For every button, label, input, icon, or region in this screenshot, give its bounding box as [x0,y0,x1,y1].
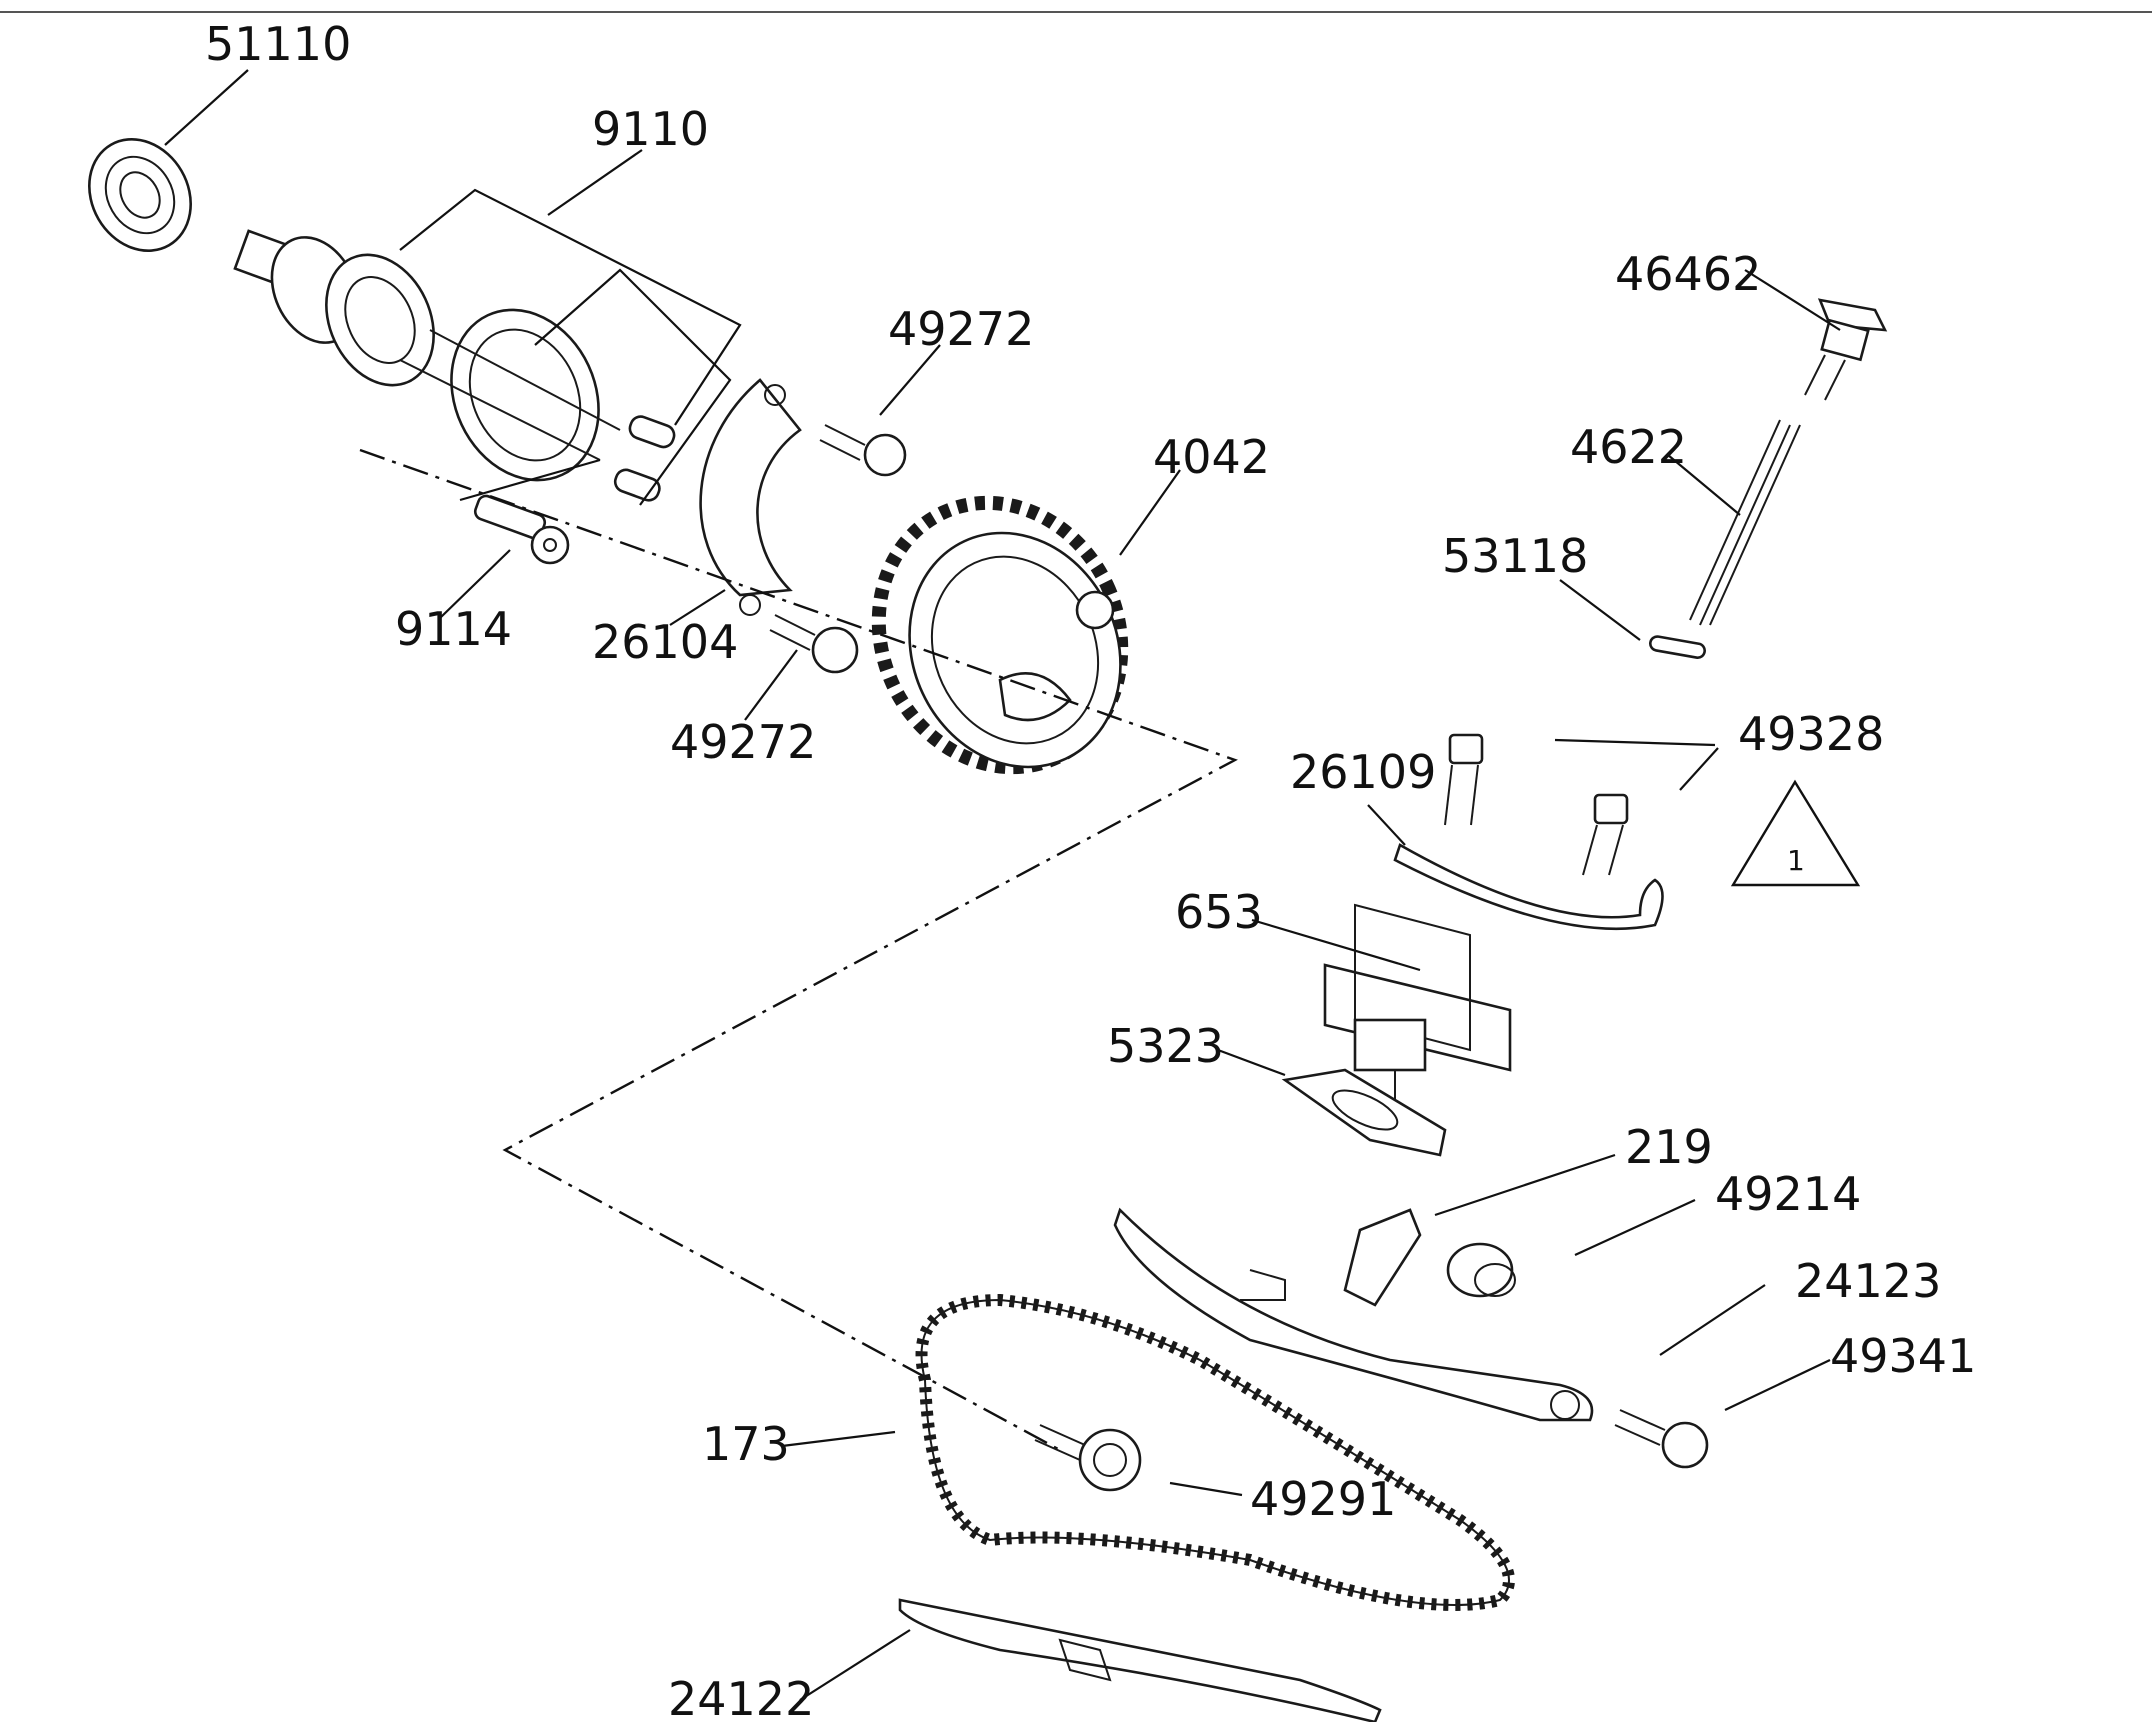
part-53118-pin [1649,635,1706,659]
part-51110-bearing [88,138,192,252]
callout-bracket-9110 [399,149,742,506]
callout-26104: 26104 [592,615,738,669]
part-219-guide-bracket [1240,1208,1422,1307]
callout-9114: 9114 [395,602,512,656]
part-24122-guide [898,1598,1382,1724]
part-5323-gasket [1281,1068,1447,1157]
part-653-tensioner [1323,903,1512,1100]
part-49291-bolt [1034,1424,1142,1492]
callout-9110: 9110 [592,102,709,156]
callout-26109: 26109 [1290,745,1436,799]
callout-653: 653 [1175,885,1263,939]
part-49328-screws [1444,733,1629,876]
part-49272-bolt-top [819,424,907,477]
callout-49272-bottom: 49272 [670,715,816,769]
callout-53118: 53118 [1442,529,1588,583]
assembly-centerline [359,448,1238,1452]
callout-49328: 49328 [1738,707,1884,761]
callout-4622: 4622 [1570,420,1687,474]
part-26104-retainer [699,378,802,616]
callout-4042: 4042 [1153,430,1270,484]
callout-49291: 49291 [1250,1472,1396,1526]
callout-5323: 5323 [1107,1019,1224,1073]
callout-49272-top: 49272 [888,302,1034,356]
part-24123-tensioner-guide [1113,1207,1594,1422]
callout-24122: 24122 [668,1672,814,1722]
part-46462-bolt [1804,298,1888,401]
part-173-timing-chain [915,1293,1515,1611]
part-9114-pin [473,494,570,565]
callout-49214: 49214 [1715,1167,1861,1221]
callout-49341: 49341 [1830,1329,1976,1383]
callout-173: 173 [702,1417,790,1471]
leader-lines [164,69,1841,1701]
callout-46462: 46462 [1615,247,1761,301]
callout-51110: 51110 [205,17,351,71]
part-49214-spacer [1446,1242,1516,1298]
warning-number: 1 [1787,844,1805,877]
callout-219: 219 [1625,1120,1713,1174]
warning-triangle-icon: 1 [1730,779,1861,887]
part-4042-sprocket [871,495,1129,775]
part-26109-bracket [1393,843,1664,931]
part-49272-bolt-bottom [769,614,859,674]
part-49341-bolt [1614,1409,1709,1469]
callout-24123: 24123 [1795,1254,1941,1308]
part-4622-rod [1689,419,1801,626]
part-9110-camshaft [233,229,676,502]
